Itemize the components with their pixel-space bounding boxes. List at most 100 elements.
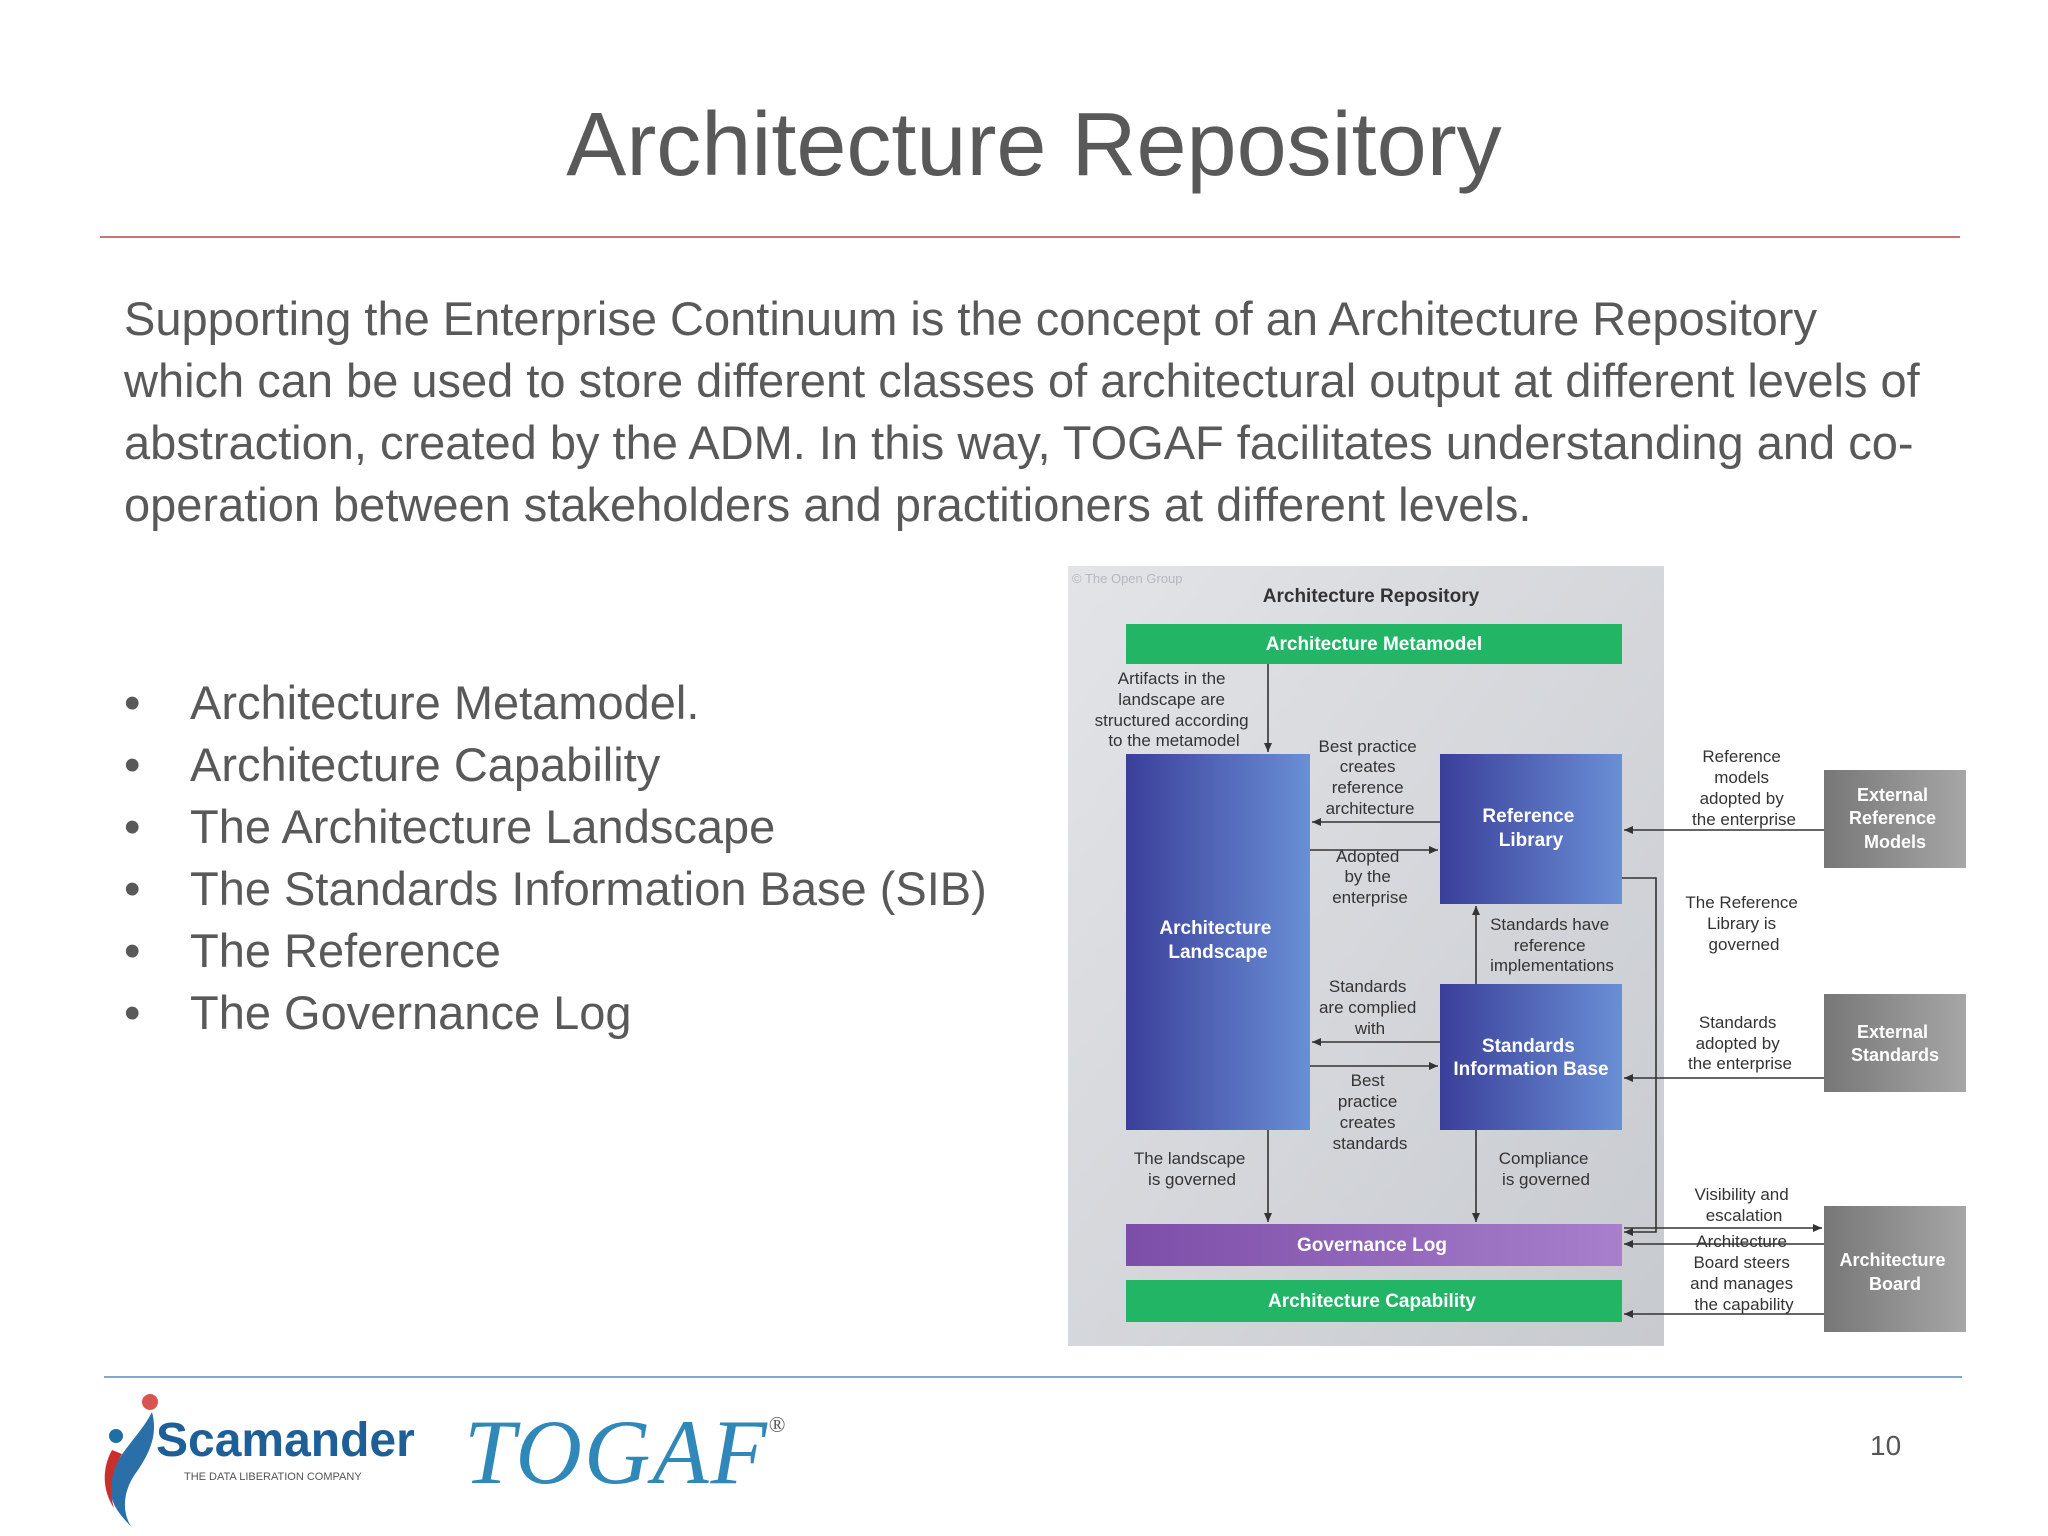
architecture-board-line: Board — [1869, 1274, 1921, 1294]
bullet-text: The Governance Log — [190, 986, 632, 1039]
governance-log-label: Governance Log — [1297, 1235, 1447, 1256]
bullet-item: • The Governance Log — [124, 982, 987, 1044]
annotation-line: the enterprise — [1692, 810, 1796, 829]
arrow-reflib-governed — [1622, 877, 1657, 1236]
bullet-text: The Reference — [190, 924, 501, 977]
scamander-wordmark: Scamander — [156, 1414, 415, 1467]
metamodel-box — [1126, 624, 1622, 664]
logo-swoosh-red — [104, 1450, 122, 1508]
annotation-compliance-governed: Compliance is governed — [1499, 1149, 1594, 1189]
annotation-line: reference — [1514, 936, 1586, 955]
bullet-dot: • — [124, 800, 141, 853]
slide-title: Architecture Repository — [566, 95, 1502, 195]
sib-label: Standards Information Base — [1453, 1036, 1608, 1080]
annotation-line: are complied — [1319, 998, 1416, 1017]
annotation-line: Artifacts in the — [1118, 669, 1226, 688]
bullet-item: • Architecture Capability — [124, 734, 987, 796]
intro-paragraph: Supporting the Enterprise Continuum is t… — [124, 292, 1920, 531]
external-standards-line: External — [1857, 1022, 1928, 1042]
bullet-item: •The Architecture Landscape — [124, 796, 987, 858]
reference-library-label-line: Library — [1499, 830, 1564, 851]
external-reference-models-line: Reference — [1849, 808, 1936, 828]
bullet-text: Architecture Capability — [190, 738, 661, 791]
scamander-logo: Scamander THE DATA LIBERATION COMPANY — [104, 1394, 415, 1528]
sib-label-line: Standards — [1482, 1036, 1575, 1057]
annotation-line: Architecture — [1696, 1232, 1787, 1251]
reference-library-label-line: Reference — [1482, 806, 1574, 827]
external-standards-line: Standards — [1851, 1045, 1939, 1065]
bullet-list: •Architecture Metamodel. •Architecture C… — [124, 672, 987, 1044]
bullet-dot: • — [124, 986, 141, 1039]
connectors — [1264, 664, 1824, 1318]
annotation-line: Standards — [1329, 977, 1407, 996]
landscape-label-line: Landscape — [1168, 942, 1267, 963]
bullet-dot: • — [124, 738, 141, 791]
title-divider — [100, 236, 1960, 238]
togaf-wordmark: TOGAF — [464, 1401, 769, 1503]
footer-divider — [104, 1376, 1962, 1378]
reference-library-label: Reference Library — [1482, 806, 1579, 851]
diagram-title: Architecture Repository — [1263, 586, 1480, 607]
annotation-line: escalation — [1706, 1206, 1783, 1225]
external-reference-models-line: External — [1857, 785, 1928, 805]
governance-log-box — [1126, 1224, 1622, 1266]
annotation-board-steers: Architecture Board steers and manages th… — [1690, 1232, 1798, 1314]
annotation-line: reference — [1332, 778, 1404, 797]
landscape-label: Architecture Landscape — [1159, 918, 1276, 963]
annotations: Artifacts in the landscape are structure… — [1095, 669, 1798, 1314]
annotation-line: governed — [1709, 935, 1780, 954]
logo-swoosh — [109, 1412, 155, 1528]
metamodel-label: Architecture Metamodel — [1266, 634, 1482, 655]
annotation-landscape-governed: The landscape is governed — [1134, 1149, 1250, 1189]
annotation-line: creates — [1340, 1113, 1396, 1132]
annotation-line: Adopted — [1336, 847, 1399, 866]
annotation-line: Best practice — [1319, 737, 1417, 756]
annotation-line: Compliance — [1499, 1149, 1589, 1168]
annotation-line: Visibility and — [1695, 1185, 1789, 1204]
annotation-line: adopted by — [1700, 789, 1785, 808]
annotation-line: implementations — [1490, 956, 1614, 975]
external-reference-models-label: External Reference Models — [1849, 785, 1941, 852]
annotation-line: Standards — [1699, 1013, 1777, 1032]
annotation-visibility: Visibility and escalation — [1695, 1185, 1794, 1225]
bullet-item: •The Standards Information Base (SIB) — [124, 858, 987, 920]
landscape-box — [1126, 754, 1310, 1130]
annotation-line: enterprise — [1332, 888, 1408, 907]
annotation-line: with — [1354, 1019, 1385, 1038]
architecture-repository-diagram: © The Open Group Architecture Repository… — [1068, 566, 1966, 1346]
copyright-note: © The Open Group — [1072, 571, 1183, 586]
bullet-dot: • — [124, 676, 141, 729]
annotation-standards-adopted: Standards adopted by the enterprise — [1688, 1013, 1792, 1073]
annotation-line: Best — [1351, 1071, 1385, 1090]
annotation-line: creates — [1340, 757, 1396, 776]
scamander-tagline: THE DATA LIBERATION COMPANY — [184, 1471, 362, 1483]
annotation-line: The Reference — [1685, 893, 1797, 912]
annotation-line: the capability — [1694, 1295, 1794, 1314]
annotation-best-practice-standards: Best practice creates standards — [1333, 1071, 1408, 1153]
annotation-line: Board steers — [1693, 1253, 1789, 1272]
annotation-artifacts: Artifacts in the landscape are structure… — [1095, 669, 1254, 750]
external-reference-models-line: Models — [1864, 832, 1926, 852]
annotation-line: landscape are — [1118, 690, 1225, 709]
page-number: 10 — [1870, 1430, 1902, 1461]
architecture-board-line: Architecture — [1839, 1250, 1945, 1270]
bullet-text: The Standards Information Base (SIB) — [190, 862, 987, 915]
sib-label-line: Information Base — [1453, 1059, 1608, 1080]
annotation-line: by the — [1344, 867, 1390, 886]
bullet-item: •The Reference — [124, 920, 987, 982]
architecture-board-box — [1824, 1206, 1966, 1332]
architecture-board-label: Architecture Board — [1839, 1250, 1950, 1294]
capability-label: Architecture Capability — [1268, 1291, 1476, 1312]
annotation-standards-complied: Standards are complied with — [1319, 977, 1421, 1038]
annotation-standards-have: Standards have reference implementations — [1490, 915, 1614, 975]
external-reference-models-box — [1824, 770, 1966, 868]
logo-dot-red — [142, 1394, 158, 1410]
reference-library-box — [1440, 754, 1622, 904]
annotation-line: the enterprise — [1688, 1054, 1792, 1073]
external-standards-box — [1824, 994, 1966, 1092]
external-standards-label: External Standards — [1851, 1022, 1939, 1065]
landscape-label-line: Architecture — [1159, 918, 1271, 939]
annotation-line: is governed — [1148, 1170, 1236, 1189]
annotation-line: standards — [1333, 1134, 1408, 1153]
annotation-line: Standards have — [1490, 915, 1609, 934]
